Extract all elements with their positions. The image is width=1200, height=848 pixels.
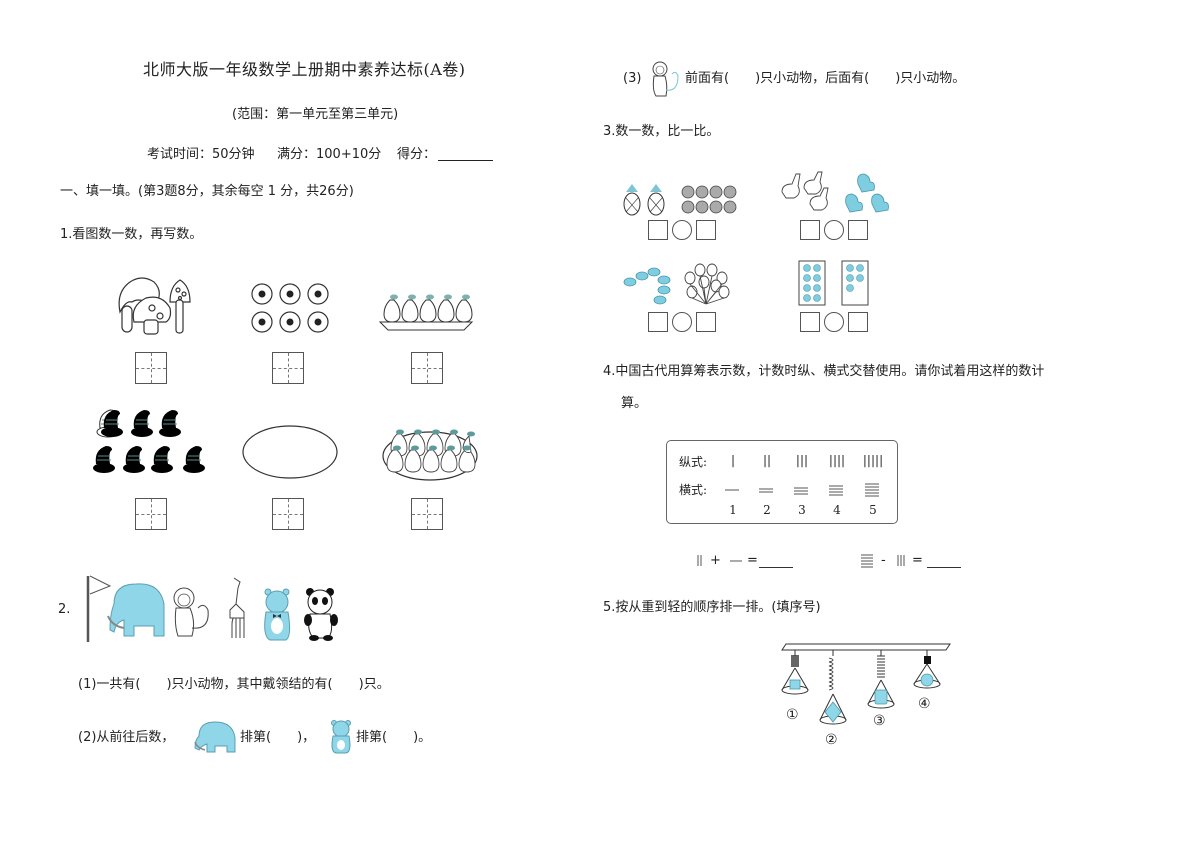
equation-1-answer-blank[interactable] xyxy=(759,567,793,568)
compare-box-right[interactable] xyxy=(848,220,868,240)
number-4: 4 xyxy=(833,503,841,517)
compare-group-1 xyxy=(648,220,716,240)
q2-number: 2. xyxy=(58,602,71,617)
compare-box-right[interactable] xyxy=(848,312,868,332)
q2-sub3-text: 前面有( )只小动物，后面有( )只小动物。 xyxy=(685,71,966,86)
number-5: 5 xyxy=(869,503,877,517)
equation-1-rods-icon xyxy=(697,555,742,566)
animal-row-icon xyxy=(86,575,338,642)
compare-circle[interactable] xyxy=(672,220,692,240)
q5-prompt: 5.按从重到轻的顺序排一排。(填序号) xyxy=(603,600,821,615)
q1-answer-box-6[interactable] xyxy=(411,498,443,530)
exam-time: 考试时间：50分钟 xyxy=(147,147,255,162)
number-1: 1 xyxy=(729,503,737,517)
equation-1-equals: = xyxy=(747,553,758,568)
vertical-label: 纵式: xyxy=(679,455,708,469)
compare-box-left[interactable] xyxy=(648,312,668,332)
horizontal-label: 横式: xyxy=(679,483,708,497)
score-label: 得分： xyxy=(397,147,437,162)
section-heading: 一、填一填。(第3题8分，其余每空 1 分，共26分) xyxy=(60,184,354,199)
q2-sub2-end: 排第( )。 xyxy=(356,730,432,745)
compare-group-4 xyxy=(800,312,868,332)
q1-answer-box-4[interactable] xyxy=(135,498,167,530)
dot-cards-icon xyxy=(798,260,869,306)
equation-2-minus: - xyxy=(881,553,886,568)
compare-box-right[interactable] xyxy=(696,220,716,240)
number-2: 2 xyxy=(763,503,771,517)
fish-balloons-icon xyxy=(623,263,730,305)
panda-icon xyxy=(304,588,338,641)
hats-icon xyxy=(92,409,206,474)
scale-label-1: ① xyxy=(786,707,799,723)
vertical-rod-3: ||| xyxy=(795,453,809,467)
scale-label-4: ④ xyxy=(918,696,931,712)
q1-answer-box-3[interactable] xyxy=(411,352,443,384)
q4-prompt-line2: 算。 xyxy=(621,396,648,411)
pears-oval-icon xyxy=(382,429,478,481)
bear-small-icon xyxy=(331,720,351,754)
q2-sub2-mid: 排第( )， xyxy=(240,730,316,745)
full-score: 满分：100+10分 xyxy=(277,147,382,162)
compare-box-left[interactable] xyxy=(648,220,668,240)
vertical-rod-2: || xyxy=(762,453,772,467)
q1-answer-box-5[interactable] xyxy=(272,498,304,530)
compare-group-3 xyxy=(648,312,716,332)
giraffe-icon xyxy=(229,577,245,638)
q4-prompt-line1: 4.中国古代用算筹表示数，计数时纵、横式交替使用。请你试着用这样的数计 xyxy=(603,364,1045,379)
mushrooms-icon xyxy=(118,277,191,335)
flag-icon xyxy=(86,575,112,642)
compare-box-left[interactable] xyxy=(800,312,820,332)
geese-hens-icon xyxy=(781,171,889,213)
compare-circle[interactable] xyxy=(824,220,844,240)
vertical-rod-5: ||||| xyxy=(862,453,884,467)
elephant-small-icon xyxy=(194,721,236,753)
score-blank[interactable] xyxy=(438,160,493,161)
equation-2-rods-icon xyxy=(861,554,905,568)
equation-2-answer-blank[interactable] xyxy=(927,567,961,568)
compare-group-2 xyxy=(800,220,868,240)
q2-sub2-prefix: (2)从前往后数， xyxy=(78,730,175,745)
pears-plate-icon xyxy=(378,294,474,331)
compare-circle[interactable] xyxy=(824,312,844,332)
q2-sub3-prefix: (3) xyxy=(623,71,642,86)
vertical-rod-1: | xyxy=(730,453,736,467)
soccer-balls-icon xyxy=(251,283,329,333)
compare-circle[interactable] xyxy=(672,312,692,332)
compare-box-left[interactable] xyxy=(800,220,820,240)
monkey-icon xyxy=(173,587,209,637)
pineapples-flowers-icon xyxy=(623,184,737,216)
monkey-small-icon xyxy=(652,61,679,97)
q1-prompt: 1.看图数一数，再写数。 xyxy=(60,227,203,242)
empty-oval-icon xyxy=(242,425,338,479)
horizontal-rods-icon xyxy=(725,483,879,497)
scale-label-2: ② xyxy=(825,732,838,748)
scale-label-3: ③ xyxy=(873,713,886,729)
spring-scales-icon xyxy=(781,643,951,725)
counting-rods-table: 纵式: 横式: | || ||| |||| ||||| 1 2 3 4 5 xyxy=(666,440,898,524)
bear-icon xyxy=(264,588,291,641)
q3-prompt: 3.数一数，比一比。 xyxy=(603,124,720,139)
scope-text: (范围：第一单元至第三单元) xyxy=(232,107,399,122)
equation-2-equals: = xyxy=(912,553,923,568)
number-3: 3 xyxy=(798,503,806,517)
vertical-rod-4: |||| xyxy=(828,453,846,467)
q1-answer-box-2[interactable] xyxy=(272,352,304,384)
page-title: 北师大版一年级数学上册期中素养达标(A卷) xyxy=(143,60,466,79)
q1-answer-box-1[interactable] xyxy=(135,352,167,384)
compare-box-right[interactable] xyxy=(696,312,716,332)
elephant-icon xyxy=(107,583,165,637)
q2-sub1: (1)一共有( )只小动物，其中戴领结的有( )只。 xyxy=(78,677,390,692)
equation-1-plus: + xyxy=(710,553,721,568)
